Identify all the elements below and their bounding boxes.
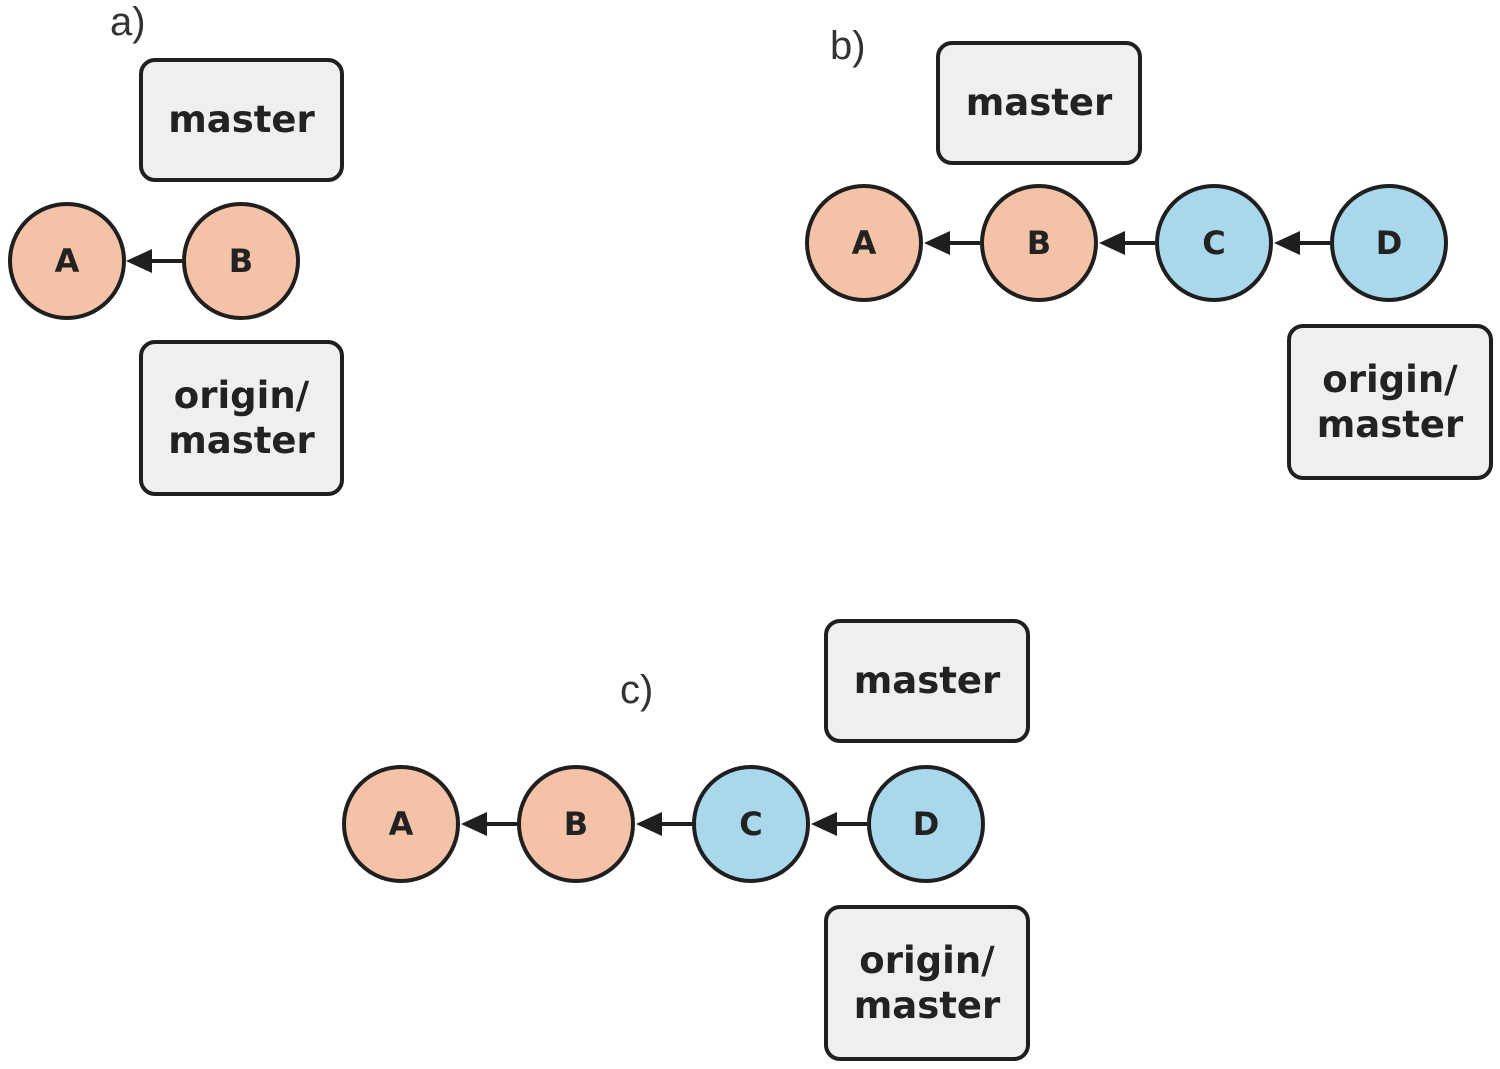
panel-c-arrow-c-to-b <box>636 812 692 836</box>
panel-c-commit-d: D <box>867 765 985 883</box>
panel-b-arrow-c-to-b <box>1099 231 1155 255</box>
panel-c-commit-a: A <box>342 765 460 883</box>
panel-b-commit-c: C <box>1155 184 1273 302</box>
panel-c-arrow-b-to-a <box>461 812 517 836</box>
panel-a-origin-master-ref: origin/ master <box>139 340 344 496</box>
panel-a-master-ref: master <box>139 58 344 182</box>
panel-a-commit-a: A <box>8 202 126 320</box>
panel-b-master-ref: master <box>936 41 1142 165</box>
panel-c-commit-c: C <box>692 765 810 883</box>
panel-b-origin-master-ref: origin/ master <box>1287 324 1493 480</box>
panel-b-label: b) <box>830 24 866 68</box>
panel-a-label: a) <box>110 0 146 44</box>
panel-b-arrow-b-to-a <box>924 231 980 255</box>
panel-b-arrow-d-to-c <box>1274 231 1330 255</box>
panel-c-label: c) <box>620 668 654 712</box>
panel-c-origin-master-ref: origin/ master <box>824 905 1030 1061</box>
panel-c-master-ref: master <box>824 619 1030 743</box>
panel-a-commit-b: B <box>182 202 300 320</box>
panel-b-commit-a: A <box>805 184 923 302</box>
panel-a-arrow-b-to-a <box>126 249 182 273</box>
panel-b-commit-d: D <box>1330 184 1448 302</box>
panel-c-arrow-d-to-c <box>811 812 867 836</box>
panel-b-commit-b: B <box>980 184 1098 302</box>
panel-c-commit-b: B <box>517 765 635 883</box>
